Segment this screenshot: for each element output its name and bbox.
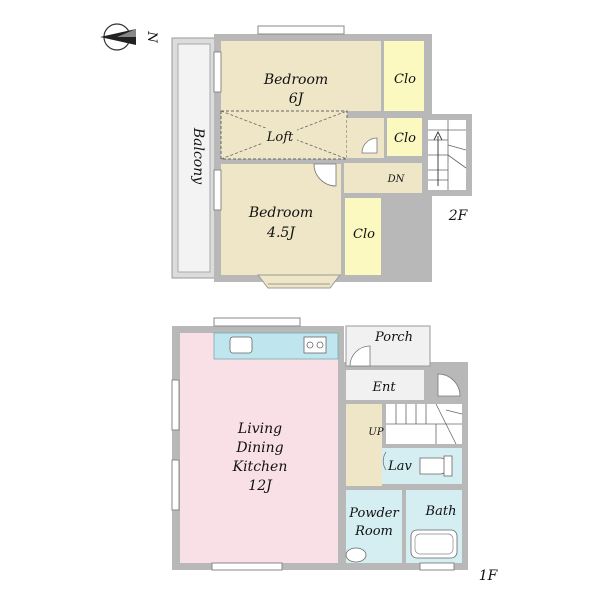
hallway-dn xyxy=(344,163,424,193)
first-floor: Living Dining Kitchen 12J Porch Ent xyxy=(171,317,499,584)
compass-north-label: N xyxy=(144,30,159,43)
hall-up xyxy=(346,404,382,486)
closet-3-label: Clo xyxy=(353,227,375,242)
entrance xyxy=(346,370,424,400)
stove-burner-b xyxy=(316,341,324,349)
bedroom-4-5j-size: 4.5J xyxy=(266,225,296,241)
stairs-2f-steps xyxy=(428,120,467,190)
lavatory-label: Lav xyxy=(387,459,412,474)
floor2-label: 2F xyxy=(448,208,469,224)
bedroom-4-5j xyxy=(221,164,341,275)
bedroom-6j-name: Bedroom xyxy=(263,72,328,88)
window-balcony-side-a xyxy=(213,51,222,93)
balcony-label: Balcony xyxy=(190,127,206,185)
bathtub-inner xyxy=(414,533,454,555)
bathtub-icon xyxy=(410,529,458,559)
porch-label: Porch xyxy=(374,330,413,345)
closet-1-label: Clo xyxy=(394,72,416,87)
ldk-size: 12J xyxy=(248,478,273,494)
door-porch-icon xyxy=(349,345,371,367)
bay-window-bedroom-4-5j xyxy=(256,274,342,289)
window-bath xyxy=(419,562,455,571)
ldk-line2: Dining xyxy=(235,440,283,456)
toilet-tank-icon xyxy=(443,455,453,477)
closet-3 xyxy=(345,198,381,275)
stairs-1f-steps xyxy=(386,403,463,445)
window-balcony-side-b xyxy=(213,169,222,211)
stairs-down-label: DN xyxy=(387,174,406,185)
window-ldk-bottom xyxy=(211,562,283,571)
door-hall-icon xyxy=(361,137,378,154)
powder-room-line2: Room xyxy=(354,524,393,539)
stairs-2f-arrow-icon xyxy=(433,130,443,186)
ldk-line1: Living xyxy=(237,421,282,437)
living-dining-kitchen xyxy=(180,333,338,563)
loft-label-bg xyxy=(263,128,297,144)
floor1-label: 1F xyxy=(479,568,499,584)
washbasin-icon xyxy=(345,547,367,563)
door-bedroom-4-5j-icon xyxy=(313,163,337,187)
window-ldk-side-a xyxy=(171,379,180,431)
ldk-line3: Kitchen xyxy=(232,459,288,475)
entrance-label: Ent xyxy=(371,380,396,395)
bedroom-6j xyxy=(221,41,381,111)
window-kitchen xyxy=(213,317,301,327)
window-ldk-side-b xyxy=(171,459,180,511)
powder-room-line1: Powder xyxy=(348,506,399,521)
stove-icon xyxy=(303,336,327,354)
closet-1 xyxy=(384,41,424,111)
compass: N xyxy=(100,23,159,51)
compass-arrow-light xyxy=(117,29,136,37)
sink-icon xyxy=(229,336,253,354)
stairs-up-label: UP xyxy=(368,427,383,438)
window-bedroom-6j xyxy=(257,25,345,35)
bath-label: Bath xyxy=(425,504,457,519)
stove-burner-a xyxy=(306,341,314,349)
balcony-inner xyxy=(177,43,211,273)
bedroom-4-5j-name: Bedroom xyxy=(248,205,313,221)
door-entrance-icon xyxy=(437,373,461,397)
door-lavatory-icon xyxy=(382,451,387,471)
loft-label: Loft xyxy=(266,130,294,145)
bedroom-6j-size: 6J xyxy=(289,91,305,107)
second-floor: Balcony Bedroom 6J Loft Bedroom 4.5J Clo… xyxy=(171,25,472,289)
closet-2 xyxy=(387,118,424,156)
closet-2-label: Clo xyxy=(394,131,416,146)
